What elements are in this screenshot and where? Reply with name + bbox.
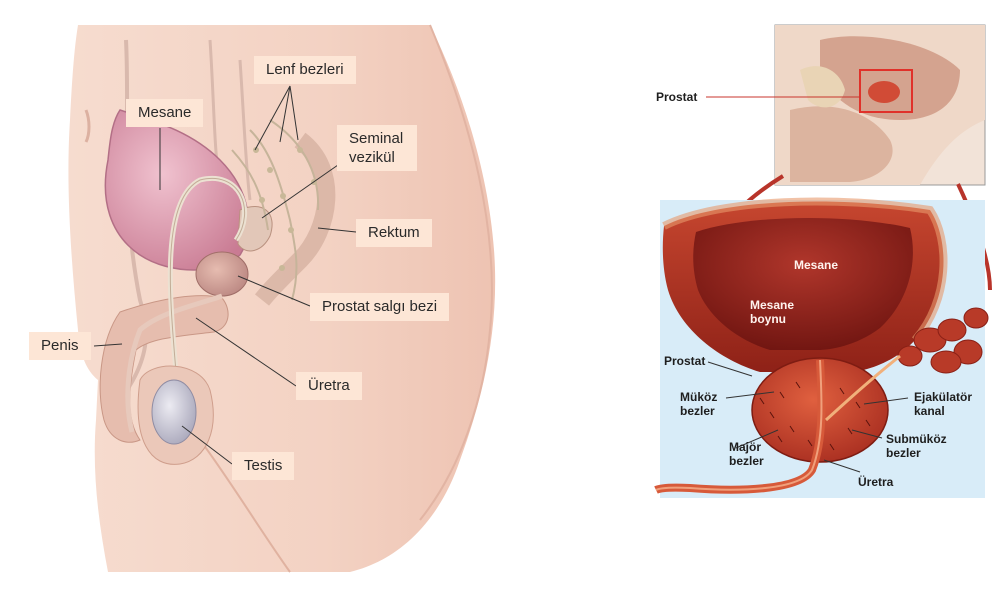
label-penis: Penis xyxy=(29,332,91,360)
label-seminal-vezikul: Seminal vezikül xyxy=(337,125,417,171)
label-r-mesane-boynu-line2: boynu xyxy=(750,312,786,326)
label-r-ejak-line2: kanal xyxy=(914,404,945,418)
label-seminal-line2: vezikül xyxy=(349,149,395,166)
label-uretra: Üretra xyxy=(296,372,362,400)
label-r-prostat: Prostat xyxy=(664,354,706,368)
testis-shape xyxy=(151,379,197,445)
label-r-submukoz-bezler: Submüköz bezler xyxy=(886,432,947,460)
leg-contour xyxy=(199,439,291,573)
label-r-major-line2: bezler xyxy=(729,454,764,468)
ejaculatory-duct xyxy=(824,354,901,422)
bladder-outer-band xyxy=(662,197,948,343)
label-r-ejak-line1: Ejakülatör xyxy=(914,390,973,404)
navel-shadow xyxy=(84,109,91,143)
right-illustration xyxy=(654,24,992,498)
label-lenf-bezleri: Lenf bezleri xyxy=(254,56,356,84)
label-r-submukoz-line1: Submüköz xyxy=(886,432,947,446)
label-r-mukoz-line1: Müköz xyxy=(680,390,718,404)
label-r-mukoz-bezler: Müköz bezler xyxy=(680,390,717,418)
label-seminal-line1: Seminal xyxy=(349,130,404,147)
label-mesane: Mesane xyxy=(126,99,204,127)
label-r-uretra: Üretra xyxy=(858,475,894,489)
inset-highlight-box xyxy=(859,69,913,113)
label-r-major-bezler: Majör bezler xyxy=(729,440,764,468)
bladder-cavity xyxy=(693,217,913,350)
rectum-shape xyxy=(254,132,336,306)
label-rektum: Rektum xyxy=(356,219,432,247)
urethra-shape xyxy=(125,293,223,433)
prostate-shape xyxy=(195,251,249,297)
label-r-ejakulator-kanal: Ejakülatör kanal xyxy=(914,390,972,418)
label-prostat-salgi-bezi: Prostat salgı bezi xyxy=(310,293,450,321)
label-r-mesane-boynu-line1: Mesane xyxy=(750,298,795,312)
inset-label-prostat: Prostat xyxy=(656,90,698,104)
label-testis: Testis xyxy=(232,452,295,480)
label-r-submukoz-line2: bezler xyxy=(886,446,921,460)
label-r-mukoz-line2: bezler xyxy=(680,404,715,418)
buttock-contour xyxy=(419,24,493,521)
label-r-mesane: Mesane xyxy=(794,258,839,272)
label-r-mesane-boynu: Mesane boynu xyxy=(750,298,794,326)
label-r-major-line1: Majör xyxy=(729,440,762,454)
